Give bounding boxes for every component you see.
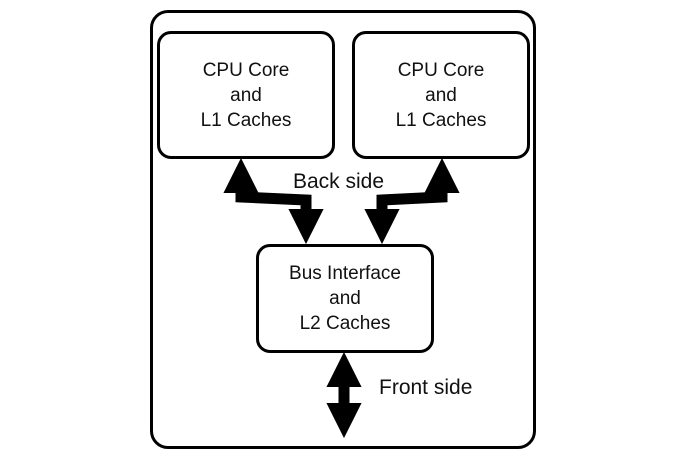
- processor-package-frame: [150, 10, 536, 449]
- cpu-core-left-line2: and: [230, 84, 262, 106]
- cpu-core-left-line1: CPU Core: [202, 59, 290, 81]
- bus-interface-line2: and: [329, 288, 361, 309]
- back-side-arrow-right-icon: [364, 157, 460, 245]
- bus-interface-box: Bus Interface and L2 Caches: [256, 244, 434, 353]
- front-side-label: Front side: [379, 376, 473, 399]
- cpu-core-box-right: CPU Core and L1 Caches: [352, 31, 530, 159]
- cpu-core-right-line3: L1 Caches: [395, 109, 487, 131]
- bus-interface-line1: Bus Interface: [289, 263, 401, 284]
- cpu-core-box-left: CPU Core and L1 Caches: [157, 31, 335, 159]
- back-side-arrow-left-icon: [223, 157, 324, 245]
- cpu-core-right-line1: CPU Core: [397, 59, 485, 81]
- bus-interface-line3: L2 Caches: [299, 313, 391, 334]
- cpu-core-left-line3: L1 Caches: [200, 109, 292, 131]
- cpu-core-right-line2: and: [425, 84, 457, 106]
